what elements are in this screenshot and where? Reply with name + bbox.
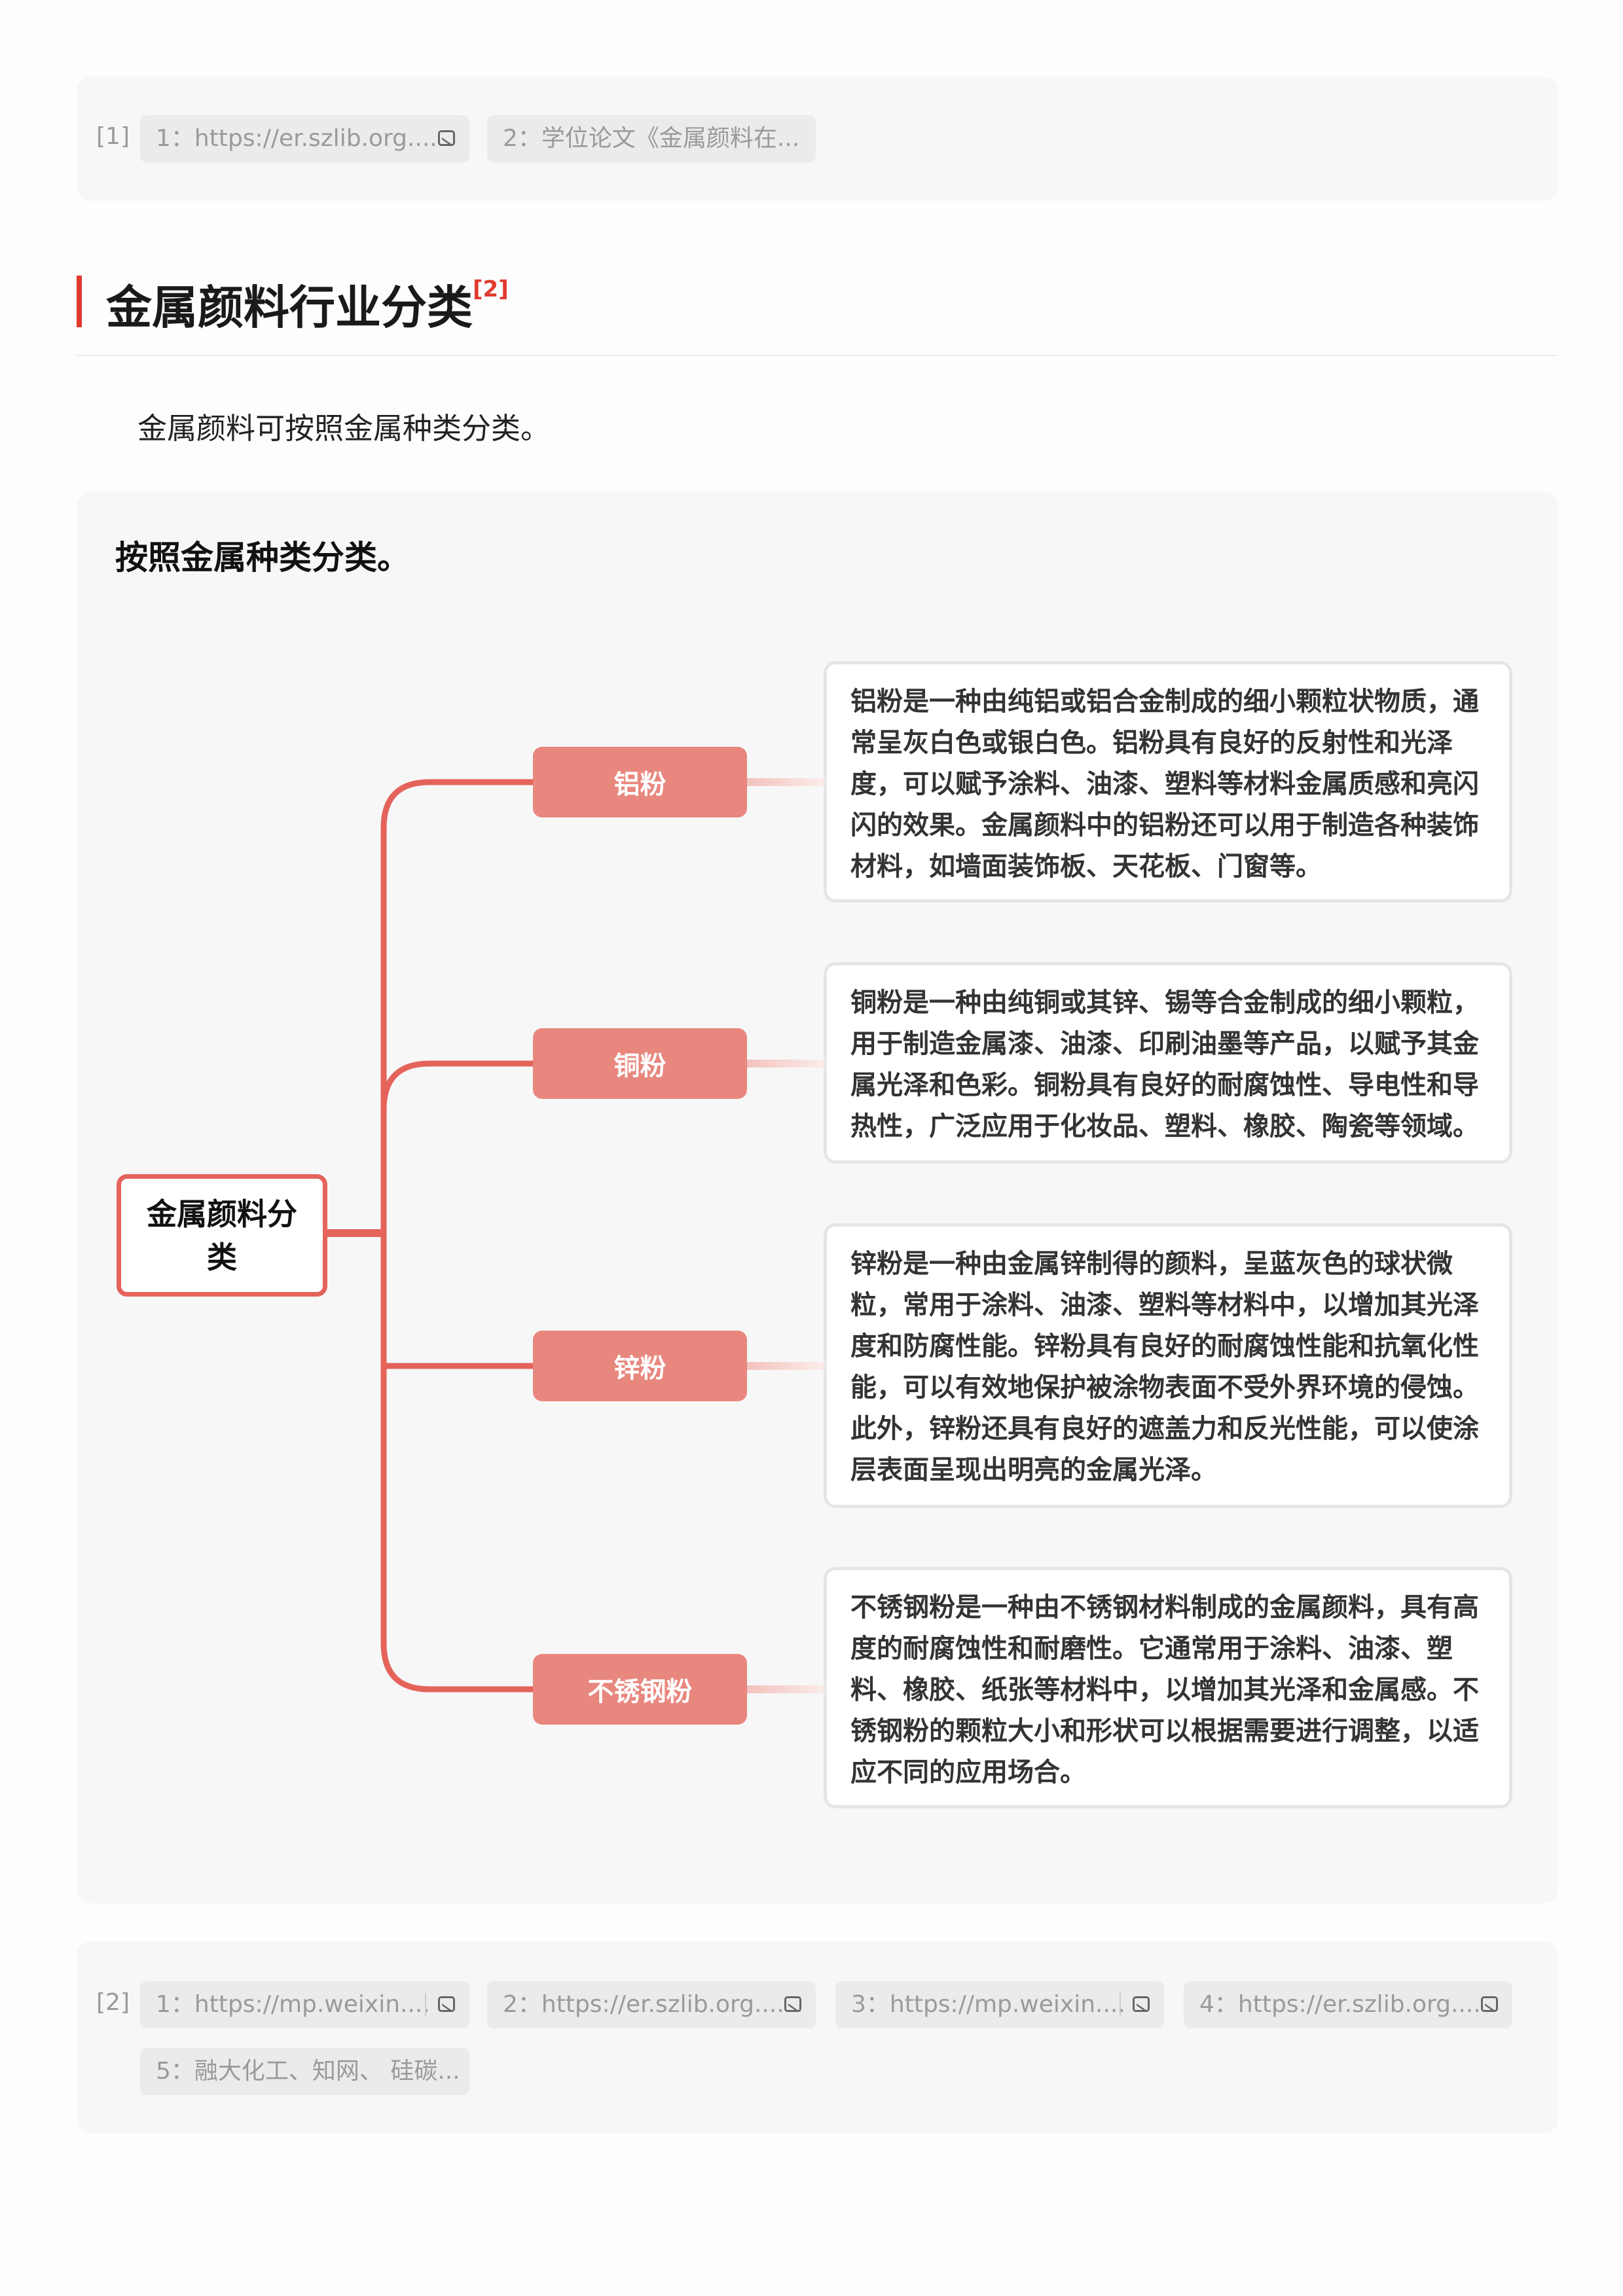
detail-connector	[747, 778, 824, 786]
references-bottom	[77, 1941, 1558, 2133]
intro-paragraph: 金属颜料可按照金属种类分类。	[137, 411, 551, 446]
reference-chip-text: 2：https://er.szlib.org....	[503, 1991, 784, 2018]
reference-chip[interactable]: 1：https://er.szlib.org....	[140, 115, 469, 162]
heading-accent-bar	[77, 276, 82, 327]
detail-stainless: 不锈钢粉是一种由不锈钢材料制成的金属颜料，具有高度的耐腐蚀性和耐磨性。它通常用于…	[824, 1567, 1512, 1808]
detail-aluminum: 铝粉是一种由纯铝或铝合金制成的细小颗粒状物质，通常呈灰白色或银白色。铝粉具有良好…	[824, 661, 1512, 903]
image-icon[interactable]	[438, 130, 455, 146]
branch-node-zinc: 锌粉	[533, 1331, 747, 1401]
image-icon[interactable]	[438, 1996, 455, 2012]
reference-chip[interactable]: 5：融大化工、知网、 硅碳...	[140, 2048, 469, 2095]
reference-chip-text: 4：https://er.szlib.org....	[1199, 1991, 1481, 2018]
reference-chip[interactable]: 3：https://mp.weixin....	[835, 1981, 1164, 2028]
reference-chip[interactable]: 2：学位论文《金属颜料在...	[487, 115, 816, 162]
reference-chip[interactable]: 2：https://er.szlib.org....	[487, 1981, 816, 2028]
separator	[1120, 1993, 1121, 2017]
section-title-text: 金属颜料行业分类	[106, 281, 473, 334]
branch-node-stainless: 不锈钢粉	[533, 1654, 747, 1725]
branch-node-aluminum: 铝粉	[533, 747, 747, 817]
reference-chip-text: 2：学位论文《金属颜料在...	[503, 125, 800, 152]
divider	[77, 355, 1558, 356]
reference-label: [2]	[96, 1989, 130, 2016]
reference-chip-text: 1：https://mp.weixin....	[156, 1991, 430, 2018]
citation-link[interactable]: [2]	[473, 276, 509, 302]
reference-chip-text: 5：融大化工、知网、 硅碳...	[156, 2058, 460, 2085]
detail-connector	[747, 1685, 824, 1693]
detail-zinc: 锌粉是一种由金属锌制得的颜料，呈蓝灰色的球状微粒，常用于涂料、油漆、塑料等材料中…	[824, 1223, 1512, 1508]
image-icon[interactable]	[1133, 1996, 1150, 2012]
image-icon[interactable]	[1481, 1996, 1498, 2012]
detail-connector	[747, 1362, 824, 1370]
detail-copper: 铜粉是一种由纯铜或其锌、锡等合金制成的细小颗粒，用于制造金属漆、油漆、印刷油墨等…	[824, 962, 1512, 1164]
reference-chip[interactable]: 1：https://mp.weixin....	[140, 1981, 469, 2028]
reference-chip[interactable]: 4：https://er.szlib.org....	[1184, 1981, 1512, 2028]
image-icon[interactable]	[784, 1996, 801, 2012]
mindmap-title: 按照金属种类分类。	[115, 539, 410, 577]
section-title: 金属颜料行业分类[2]	[106, 271, 509, 337]
trunk-line	[380, 779, 533, 1693]
mindmap-root-node: 金属颜料分类	[117, 1174, 327, 1297]
reference-chip-text: 3：https://mp.weixin....	[851, 1991, 1125, 2018]
reference-chip-text: 1：https://er.szlib.org....	[156, 125, 437, 152]
detail-connector	[747, 1060, 824, 1067]
branch-node-copper: 铜粉	[533, 1028, 747, 1099]
reference-label: [1]	[96, 123, 130, 150]
branch-connector	[380, 1060, 533, 1110]
separator	[425, 1993, 426, 2017]
